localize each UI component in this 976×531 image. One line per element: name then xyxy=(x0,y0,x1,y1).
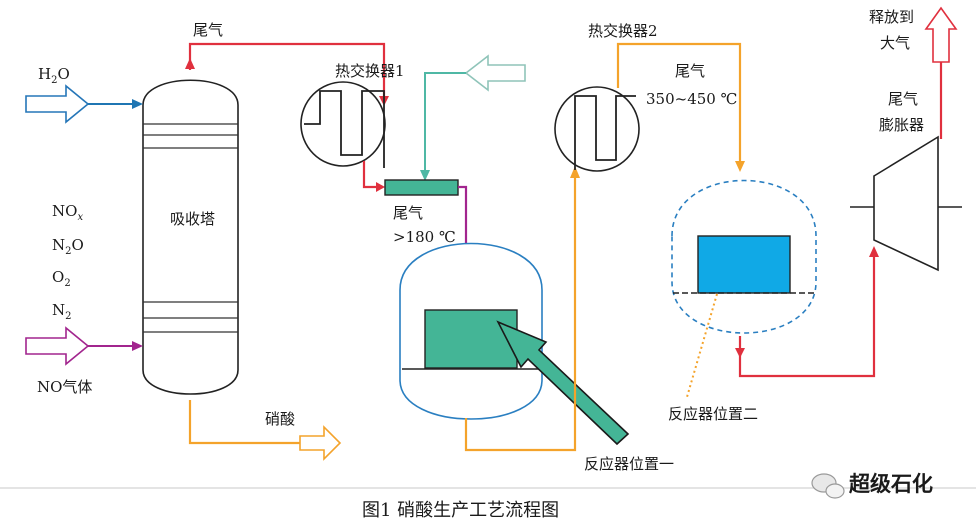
nitric-acid-outlet-arrow xyxy=(299,425,342,461)
absorber-label: 吸收塔 xyxy=(170,210,215,228)
reductant-input-arrow xyxy=(464,54,526,92)
heat-exchanger-2 xyxy=(554,86,640,172)
tail-gas-mid-label: 尾气 xyxy=(393,204,423,222)
temp-180-label: >180 ℃ xyxy=(393,228,456,246)
h2o-label: H2O xyxy=(38,65,70,86)
reactor-2 xyxy=(671,179,817,334)
heat-exchanger-1 xyxy=(300,81,386,168)
reactor-1 xyxy=(399,242,543,420)
reactor-position-2-label: 反应器位置二 xyxy=(668,405,758,423)
o2-label: O2 xyxy=(52,268,71,289)
nitric-acid-label: 硝酸 xyxy=(265,410,295,428)
release-line1-label: 释放到 xyxy=(869,8,914,26)
n2o-label: N2O xyxy=(52,236,84,257)
heat-exchanger-2-label: 热交换器2 xyxy=(588,22,658,40)
temp-350-450-label: 350~450 ℃ xyxy=(646,90,737,108)
preheater-block xyxy=(384,179,459,196)
heat-exchanger-1-label: 热交换器1 xyxy=(335,62,405,80)
watermark-text: 超级石化 xyxy=(849,472,933,496)
expander-line1-label: 尾气 xyxy=(888,90,918,108)
tail-gas-expander xyxy=(850,135,962,272)
no-gas-input-arrow xyxy=(25,326,90,366)
release-line2-label: 大气 xyxy=(880,34,910,52)
wechat-icon xyxy=(811,473,845,499)
release-to-atmosphere-arrow xyxy=(924,6,958,63)
reactor-position-1-label: 反应器位置一 xyxy=(584,455,674,473)
n2-label: N2 xyxy=(52,301,72,322)
figure-caption: 图1 硝酸生产工艺流程图 xyxy=(362,500,559,521)
reactor-position-1-pointer xyxy=(496,320,630,446)
h2o-input-arrow xyxy=(25,84,90,124)
nox-label: NOx xyxy=(52,202,83,223)
tail-gas-top-label: 尾气 xyxy=(193,21,223,39)
absorber-column xyxy=(142,79,239,395)
tail-gas-right-label: 尾气 xyxy=(675,62,705,80)
expander-line2-label: 膨胀器 xyxy=(879,116,924,134)
no-gas-label: NO气体 xyxy=(37,378,92,396)
